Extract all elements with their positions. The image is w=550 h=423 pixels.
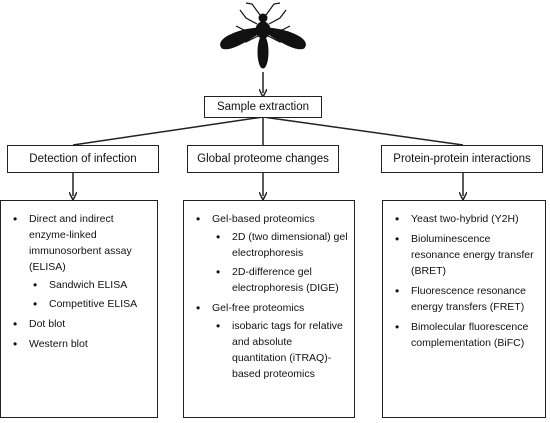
branch-header-ppi: Protein-protein interactions	[381, 145, 543, 173]
list-item: Bioluminescence resonance energy transfe…	[389, 231, 539, 279]
list-subitem: 2D (two dimensional) gel electrophoresis	[212, 229, 348, 261]
sample-extraction-box: Sample extraction	[204, 96, 322, 118]
mosquito-icon	[220, 2, 306, 69]
list-item: Gel-based proteomics 2D (two dimensional…	[190, 211, 348, 296]
list-subitem: isobaric tags for relative and absolute …	[212, 318, 348, 382]
list-subitem: Competitive ELISA	[29, 296, 151, 312]
branch-header-proteome: Global proteome changes	[187, 145, 339, 173]
list-item: Fluorescence resonance energy transfers …	[389, 283, 539, 315]
ppi-methods-box: Yeast two-hybrid (Y2H) Bioluminescence r…	[382, 200, 546, 418]
list-item: Direct and indirect enzyme-linked immuno…	[7, 211, 151, 312]
list-item: Western blot	[7, 336, 151, 352]
list-item: Gel-free proteomics isobaric tags for re…	[190, 300, 348, 382]
detection-methods-box: Direct and indirect enzyme-linked immuno…	[0, 200, 158, 418]
sample-extraction-label: Sample extraction	[216, 101, 310, 113]
list-item: Bimolecular fluorescence complementation…	[389, 319, 539, 351]
list-item: Dot blot	[7, 316, 151, 332]
list-item: Yeast two-hybrid (Y2H)	[389, 211, 539, 227]
proteome-methods-box: Gel-based proteomics 2D (two dimensional…	[183, 200, 355, 418]
list-subitem: 2D-difference gel electrophoresis (DIGE)	[212, 264, 348, 296]
list-subitem: Sandwich ELISA	[29, 277, 151, 293]
branch-header-detection: Detection of infection	[7, 145, 159, 173]
branch-label: Detection of infection	[29, 153, 137, 165]
branch-label: Protein-protein interactions	[393, 153, 531, 165]
branch-label: Global proteome changes	[197, 153, 329, 165]
